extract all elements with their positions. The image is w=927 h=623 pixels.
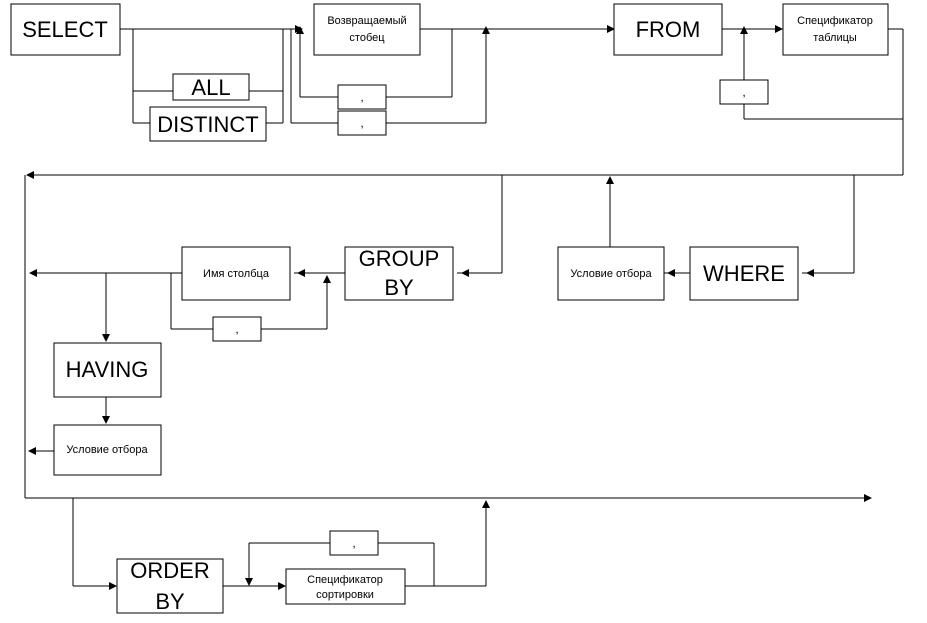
comma-columns-box-1: ,: [337, 84, 387, 110]
order-by-keyword: BY: [155, 589, 185, 614]
comma-order-box: ,: [329, 530, 379, 556]
select-keyword: SELECT: [22, 17, 108, 42]
select-keyword-box: SELECT: [10, 3, 121, 56]
comma-tables: ,: [742, 85, 745, 99]
sort-spec-line-1: Спецификатор: [307, 574, 383, 586]
comma-columns-box-2: ,: [337, 110, 387, 136]
comma-columns-1: ,: [360, 90, 363, 104]
group-by-keyword: BY: [384, 275, 414, 300]
table-spec-line-2: таблицы: [813, 32, 857, 44]
table-spec-box: Спецификатор таблицы: [782, 3, 889, 56]
order-keyword: ORDER: [130, 558, 209, 583]
sort-spec-box: Спецификатор сортировки: [285, 568, 406, 605]
having-keyword: HAVING: [66, 357, 149, 382]
where-keyword-box: WHERE: [689, 246, 799, 301]
select-clause-arrows: [295, 25, 783, 34]
return-column-line-1: Возвращаемый: [327, 15, 406, 27]
return-column-box: Возвращаемый стобец: [313, 3, 421, 56]
comma-tables-box: ,: [719, 79, 769, 105]
having-condition-box: Условие отбора: [53, 424, 162, 476]
order-connectors: [25, 497, 866, 587]
sort-spec-line-2: сортировки: [316, 589, 374, 601]
table-spec-line-1: Спецификатор: [797, 15, 873, 27]
order-arrows: [109, 494, 872, 590]
middle-connectors: [24, 174, 903, 498]
middle-arrows: [26, 171, 814, 455]
distinct-keyword: DISTINCT: [157, 112, 258, 137]
where-condition-box: Условие отбора: [557, 246, 665, 301]
comma-order: ,: [352, 536, 355, 550]
where-condition: Условие отбора: [570, 268, 652, 280]
having-keyword-box: HAVING: [53, 342, 162, 398]
order-by-keyword-box: ORDER BY: [116, 558, 224, 614]
where-keyword: WHERE: [703, 261, 785, 286]
column-name-box: Имя столбца: [181, 246, 291, 301]
group-by-keyword-box: GROUP BY: [344, 246, 454, 301]
all-keyword-box: ALL: [172, 73, 250, 101]
from-keyword-box: FROM: [613, 3, 723, 56]
return-column-line-2: стобец: [349, 32, 385, 44]
comma-columns-2: ,: [360, 116, 363, 130]
comma-group-box: ,: [212, 316, 262, 342]
select-clause-connectors: [120, 28, 904, 175]
having-condition: Условие отбора: [66, 444, 148, 456]
comma-group: ,: [235, 322, 238, 336]
group-keyword: GROUP: [359, 246, 440, 271]
all-keyword: ALL: [191, 75, 230, 100]
from-keyword: FROM: [636, 17, 701, 42]
distinct-keyword-box: DISTINCT: [149, 106, 267, 142]
column-name: Имя столбца: [203, 268, 270, 280]
